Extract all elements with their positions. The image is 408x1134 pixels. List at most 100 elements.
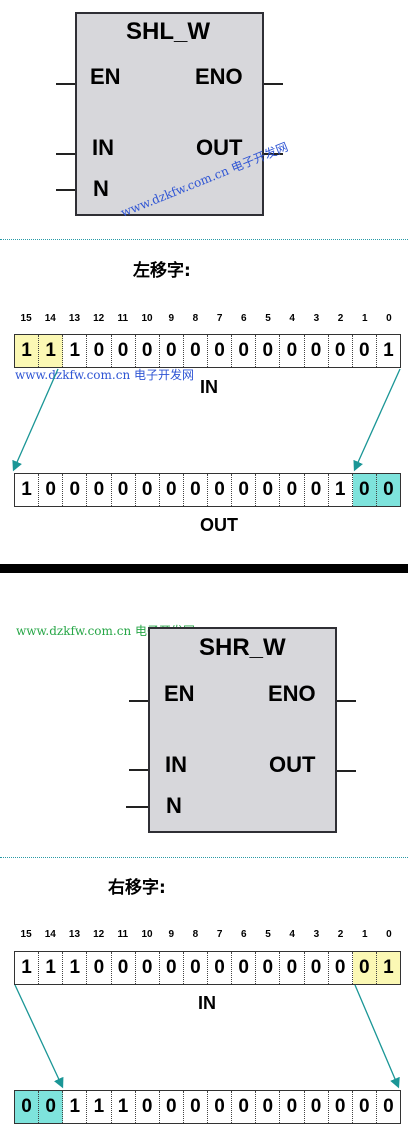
bit-cell: 1 (376, 952, 400, 984)
shl-w-in-label: IN (92, 135, 114, 160)
bit-cell: 0 (87, 474, 112, 506)
bit-cell: 0 (136, 474, 160, 506)
bit-cell: 0 (256, 952, 281, 984)
bit-cell: 0 (160, 1091, 184, 1123)
bit-cell: 0 (280, 474, 305, 506)
shr-in-label: IN (198, 993, 216, 1013)
shr-bit-index: 5 (265, 929, 271, 940)
shl-bit-index: 2 (337, 313, 344, 324)
bit-cell: 0 (376, 474, 400, 506)
shr-bit-index: 3 (313, 929, 320, 940)
shl-w-out-label: OUT (196, 135, 243, 160)
shl-bit-index: 14 (44, 313, 56, 324)
shl-bit-index: 12 (93, 313, 105, 324)
bit-cell: 0 (112, 952, 136, 984)
shr-bit-index: 14 (44, 929, 56, 940)
shr-bit-index: 2 (337, 929, 344, 940)
bit-cell: 1 (63, 335, 88, 367)
shl-arrow-msb (12, 368, 59, 472)
bit-cell: 0 (305, 1091, 329, 1123)
shr-w-in-label: IN (165, 752, 187, 777)
divider-dotted-2 (0, 857, 408, 858)
bit-cell: 0 (136, 1091, 160, 1123)
shl-w-eno-pin (264, 83, 283, 85)
shr-bit-index: 6 (241, 929, 247, 940)
shr-bit-index: 13 (68, 929, 81, 940)
shl-bit-index: 1 (361, 313, 368, 324)
bit-cell: 0 (280, 1091, 305, 1123)
bit-cell: 1 (15, 335, 40, 367)
shl-bit-index: 6 (241, 313, 247, 324)
shl-bit-index: 4 (289, 313, 295, 324)
shl-out-label: OUT (200, 515, 238, 535)
section-divider-bar (0, 564, 408, 573)
bit-cell: 0 (305, 335, 329, 367)
shl-w-block (75, 12, 264, 216)
shr-w-eno-label: ENO (268, 681, 316, 706)
bit-cell: 0 (160, 474, 184, 506)
shr-bit-index: 7 (216, 929, 223, 940)
shr-bit-index: 4 (289, 929, 295, 940)
shr-w-out-pin (337, 770, 356, 772)
shl-w-n-label: N (93, 176, 109, 201)
bit-cell: 0 (136, 952, 160, 984)
bit-cell: 0 (136, 335, 160, 367)
divider-dotted-1 (0, 239, 408, 240)
shl-w-in-pin (56, 153, 75, 155)
bit-cell: 0 (112, 335, 136, 367)
shl-bit-index: 10 (141, 313, 153, 324)
shr-bit-index: 12 (93, 929, 105, 940)
shr-bit-index: 9 (168, 929, 174, 940)
bit-cell: 1 (112, 1091, 136, 1123)
shr-w-n-label: N (166, 793, 182, 818)
shl-bit-index: 7 (216, 313, 223, 324)
bit-cell: 0 (329, 335, 353, 367)
bit-cell: 1 (383, 340, 394, 361)
shr-bit-index: 0 (386, 929, 392, 940)
shr-w-n-pin (126, 806, 148, 808)
shr-bit-index: 15 (20, 929, 32, 940)
bit-cell: 0 (232, 474, 257, 506)
shl-bit-index: 8 (192, 313, 199, 324)
bit-cell: 0 (232, 1091, 257, 1123)
shl-w-eno-label: ENO (195, 64, 243, 89)
shr-bit-index: 10 (141, 929, 153, 940)
bit-cell: 0 (256, 474, 281, 506)
bit-cell: 0 (208, 1091, 233, 1123)
shl-w-out-pin (264, 153, 283, 155)
watermark-shl: www.dzkfw.com.cn 电子开发网 (15, 368, 194, 382)
bit-cell: 0 (232, 952, 257, 984)
shr-w-block-title: SHR_W (199, 634, 286, 661)
shl-heading: 左移字: (133, 261, 191, 281)
shl-w-en-label: EN (90, 64, 121, 89)
bit-cell: 0 (87, 952, 112, 984)
shl-bit-index: 9 (168, 313, 174, 324)
shr-w-en-label: EN (164, 681, 195, 706)
shl-bit-index: 0 (386, 313, 392, 324)
bit-cell: 1 (15, 952, 40, 984)
bit-cell: 1 (329, 474, 353, 506)
shr-w-block (148, 627, 337, 833)
bit-cell: 0 (39, 1091, 64, 1123)
bit-cell: 0 (352, 952, 377, 984)
bit-cell: 0 (160, 335, 184, 367)
bit-cell: 0 (184, 952, 208, 984)
shl-w-block-title: SHL_W (126, 18, 210, 45)
shr-heading: 右移字: (108, 878, 166, 898)
bit-cell: 0 (329, 952, 353, 984)
shr-bit-index: 1 (361, 929, 368, 940)
bit-cell: 0 (112, 474, 136, 506)
bit-cell: 0 (305, 952, 329, 984)
shl-bit-index: 15 (20, 313, 32, 324)
shr-w-in-pin (129, 769, 148, 771)
bit-cell: 0 (39, 474, 64, 506)
shl-bit-index: 13 (68, 313, 81, 324)
shl-w-en-pin (56, 83, 75, 85)
bit-cell: 0 (353, 335, 377, 367)
